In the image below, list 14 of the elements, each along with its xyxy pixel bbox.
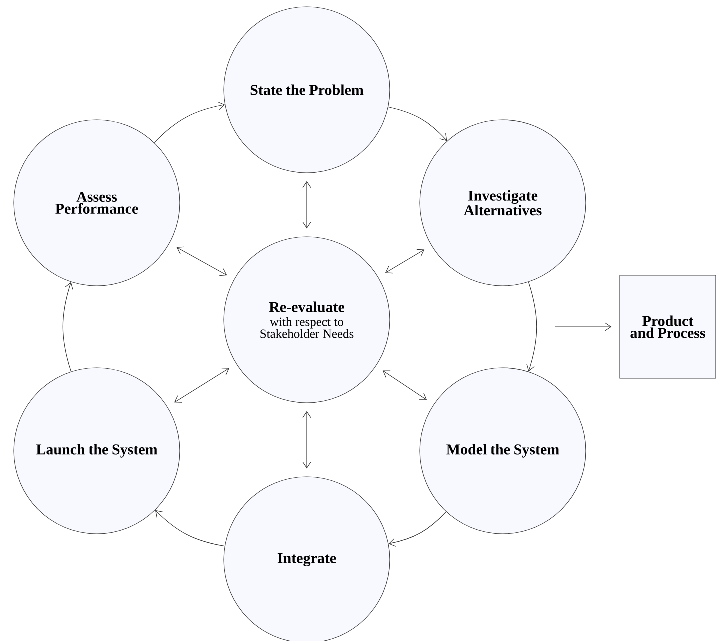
arrow (388, 106, 448, 142)
arrow (62, 282, 74, 372)
output-box: Product and Process (620, 275, 716, 379)
double-arrow (382, 370, 428, 400)
arrow (526, 282, 538, 372)
double-arrow (302, 181, 312, 229)
arrow (154, 102, 226, 144)
arrow (388, 512, 447, 547)
arrow (155, 510, 226, 547)
double-arrow (174, 368, 230, 403)
double-arrow (302, 411, 312, 469)
arrow (554, 322, 612, 332)
double-arrow (385, 249, 425, 274)
double-arrow (176, 246, 228, 276)
